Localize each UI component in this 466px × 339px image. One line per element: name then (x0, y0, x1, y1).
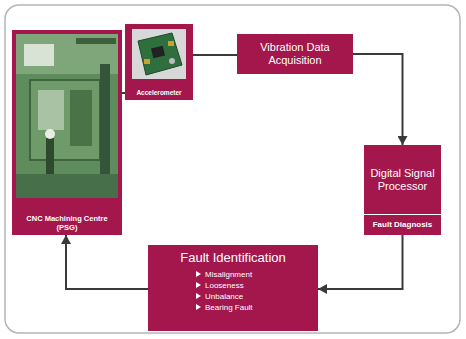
machine-photo (16, 34, 118, 198)
flow-arrow (318, 235, 403, 289)
bullet-item: Bearing Fault (194, 302, 310, 313)
machine-box: CNC Machining Centre (PSG) (12, 30, 122, 235)
flow-arrow (353, 54, 403, 145)
node-label: Vibration Data Acquisition (237, 38, 353, 70)
node-sublabel: Fault Diagnosis (364, 214, 441, 235)
sensor-photo (132, 29, 186, 79)
sensor-box: Accelerometer (125, 24, 193, 100)
bullet-item: Looseness (194, 280, 310, 291)
node-heading: Fault Identification (156, 250, 310, 266)
frame-border (5, 5, 460, 333)
node-label: Accelerometer (125, 86, 193, 100)
process-box: Digital Signal ProcessorFault Diagnosis (364, 145, 441, 235)
flow-arrow (193, 54, 237, 56)
node-label: CNC Machining Centre (PSG) (12, 211, 122, 235)
flow-arrow (66, 235, 148, 289)
process-box: Fault IdentificationMisalignmentLoosenes… (148, 245, 318, 331)
process-box: Vibration Data Acquisition (237, 34, 353, 74)
bullet-item: Unbalance (194, 291, 310, 302)
node-label: Digital Signal Processor (364, 145, 441, 214)
bullet-item: Misalignment (194, 269, 310, 280)
